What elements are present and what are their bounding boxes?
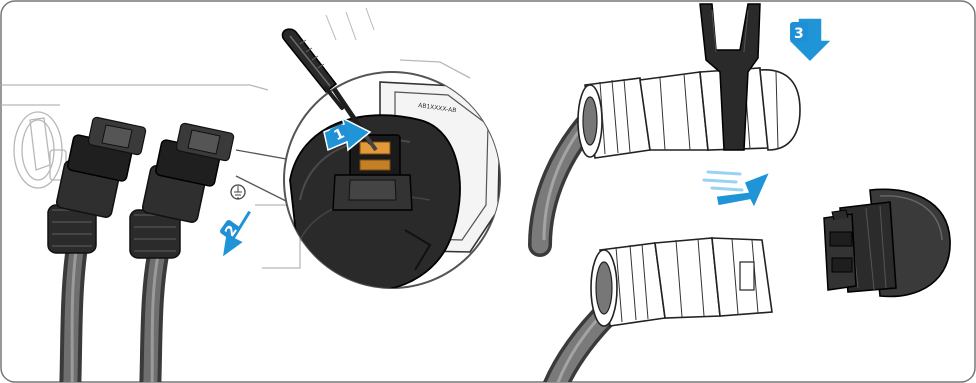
magnifier-detail: AB1XXXX-AB (284, 72, 500, 291)
step-3-number: 3 (794, 26, 804, 42)
